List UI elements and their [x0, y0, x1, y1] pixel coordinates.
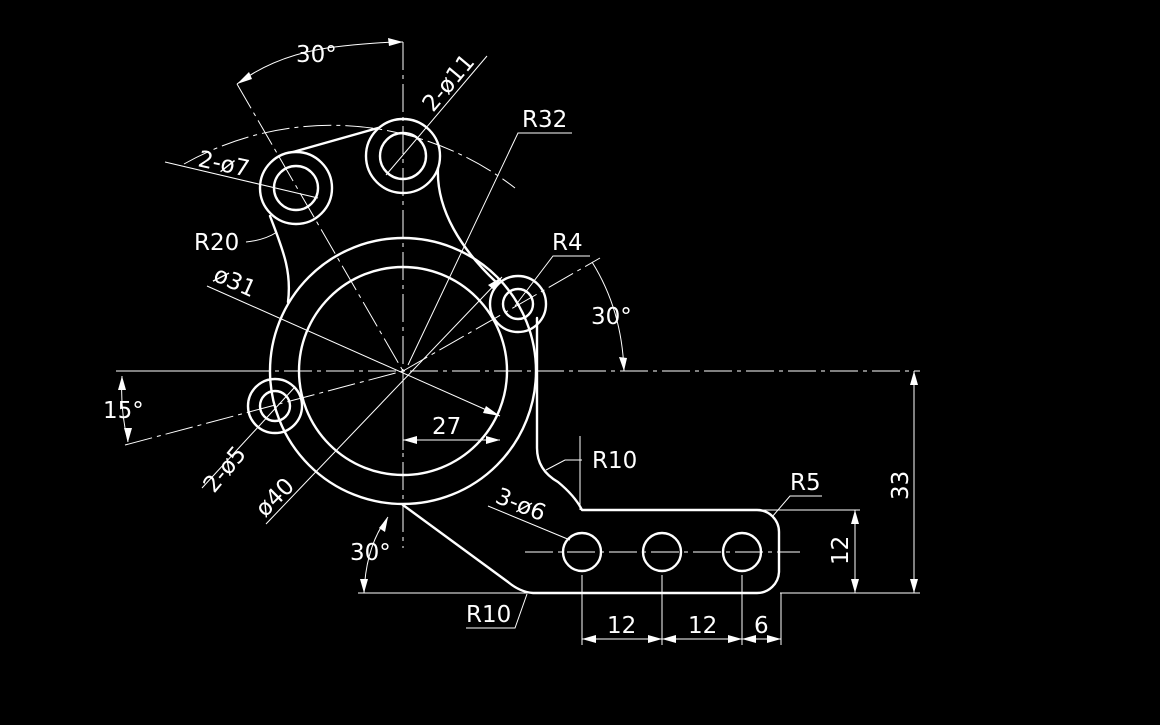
centerline-30-left: [236, 83, 404, 372]
hole-r4: [501, 287, 535, 321]
label-27: 27: [432, 414, 461, 440]
leader-r10-bottom: [466, 593, 528, 629]
arrow: [910, 579, 918, 593]
arrow: [662, 635, 676, 643]
arrow: [619, 357, 627, 371]
leader-2-d11: [385, 55, 488, 176]
hole-d5: [258, 389, 292, 423]
arrow: [118, 376, 126, 390]
slot-hole-3: [721, 531, 763, 573]
arrow: [237, 72, 252, 84]
arrow: [851, 579, 859, 593]
boss-left: [258, 150, 334, 226]
leader-2-d5: [201, 387, 295, 489]
edge-r20-arc: [268, 214, 291, 304]
leader-r20: [245, 231, 278, 243]
label-33: 33: [888, 471, 914, 500]
arrow: [403, 436, 417, 444]
label-3-d6: 3-ø6: [492, 483, 550, 526]
leader-r5: [771, 495, 822, 518]
label-r4: R4: [552, 230, 583, 256]
part-outline: [246, 117, 781, 595]
leader-2-d7: [164, 161, 319, 199]
arrow: [648, 635, 662, 643]
centerline-15-left: [124, 370, 404, 446]
label-2-d7: 2-ø7: [196, 146, 252, 182]
arrow: [582, 635, 596, 643]
dim-arc-30-top: [236, 41, 404, 85]
arrow: [742, 635, 756, 643]
label-2-d5: 2-ø5: [199, 442, 252, 498]
arrow: [360, 579, 368, 593]
arrow: [124, 428, 132, 442]
leader-d40: [265, 276, 503, 525]
slot-hole-2: [641, 531, 683, 573]
boss-r4: [488, 274, 548, 334]
slot-hole-1: [561, 531, 603, 573]
arrow: [379, 517, 388, 532]
centerline-30-right: [402, 257, 601, 372]
boss-d5: [246, 377, 304, 435]
arrow: [488, 277, 502, 290]
label-r10-top: R10: [592, 448, 637, 474]
label-r10-bottom: R10: [466, 602, 511, 628]
label-12-a: 12: [607, 613, 636, 639]
arrow: [767, 635, 781, 643]
label-2-d11: 2-ø11: [418, 49, 481, 116]
arrow: [910, 371, 918, 385]
label-angle-right: 30°: [591, 304, 632, 330]
hole-d11: [378, 131, 428, 181]
leader-r32: [407, 132, 572, 366]
dimension-lines: [116, 38, 920, 645]
leader-3-d6: [487, 505, 571, 541]
dimension-labels: 30° 2-ø11 2-ø7 R32 R20 R4 ø31 30° 15° 27…: [103, 42, 914, 639]
leader-d31: [206, 285, 501, 417]
edge-r32-arc: [436, 166, 498, 284]
edge-tangent-top: [291, 126, 380, 154]
leader-r10-top: [545, 459, 582, 471]
label-r32: R32: [522, 107, 567, 133]
label-angle-bottom: 30°: [350, 540, 391, 566]
label-angle-left: 15°: [103, 398, 144, 424]
arrow: [483, 406, 500, 416]
boss-top: [364, 117, 442, 195]
label-angle-top: 30°: [296, 42, 337, 68]
arrow: [728, 635, 742, 643]
label-12-vertical: 12: [828, 536, 854, 565]
label-d40: ø40: [251, 473, 300, 522]
leader-r4: [514, 255, 590, 307]
label-d31: ø31: [210, 262, 260, 303]
hole-d7: [272, 164, 320, 212]
arrow: [851, 510, 859, 524]
arrow: [388, 38, 403, 46]
centerline-arc-r32: [183, 124, 516, 189]
label-r20: R20: [194, 230, 239, 256]
label-r5: R5: [790, 470, 821, 496]
label-6: 6: [754, 613, 769, 639]
arrow: [486, 436, 500, 444]
bore-d31: [297, 265, 509, 477]
label-12-b: 12: [688, 613, 717, 639]
